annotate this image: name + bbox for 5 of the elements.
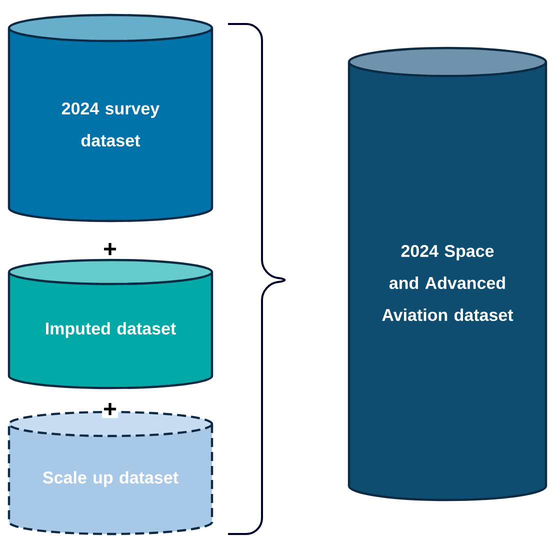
plus-sign: + (102, 242, 118, 258)
plus-sign: + (102, 402, 118, 418)
cylinder: Imputed dataset (8, 258, 214, 390)
cylinder: 2024 survey dataset (8, 14, 214, 222)
cylinder: 2024 Space and Advanced Aviation dataset (348, 46, 548, 502)
